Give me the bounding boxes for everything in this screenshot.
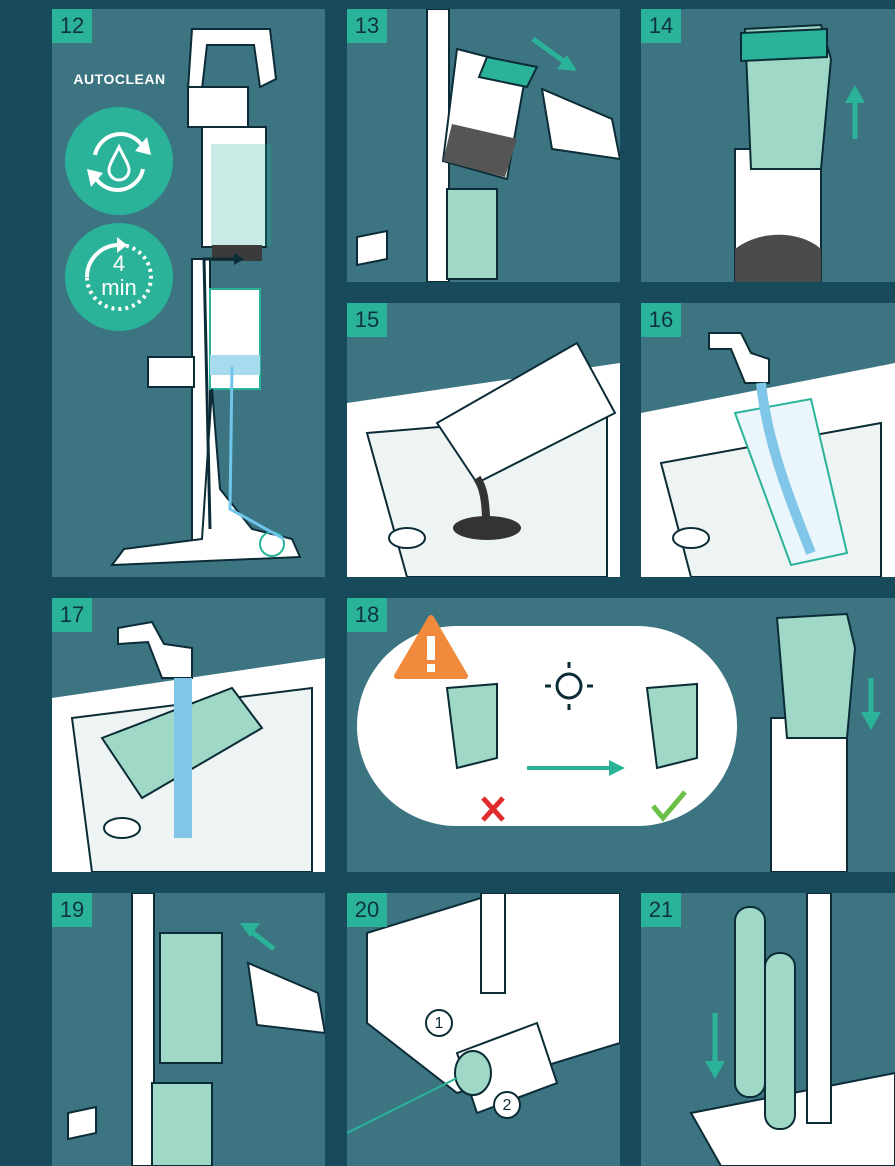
panel-20: 20 1 2: [347, 893, 620, 1166]
panel-21: 21: [641, 893, 895, 1166]
panel-16: 16: [641, 303, 895, 577]
water-drop-cycle-icon: [65, 107, 173, 215]
panel-number: 17: [52, 598, 92, 632]
panel-number: 19: [52, 893, 92, 927]
panel-19: 19: [52, 893, 325, 1166]
panel-17: 17: [52, 598, 325, 872]
panel-number: 18: [347, 598, 387, 632]
panel-18: 18: [347, 598, 895, 872]
timer-value: 4: [65, 251, 173, 277]
step-2-label: 2: [493, 1091, 521, 1119]
timer-unit: min: [65, 275, 173, 301]
panel-number: 16: [641, 303, 681, 337]
panel-number: 12: [52, 9, 92, 43]
panel-13: 13: [347, 9, 620, 282]
panel-number: 20: [347, 893, 387, 927]
panel-12: 12 AUTOCLEAN 4 min: [52, 9, 325, 577]
step-1-label: 1: [425, 1009, 453, 1037]
panel-number: 13: [347, 9, 387, 43]
panel-number: 21: [641, 893, 681, 927]
panel-number: 14: [641, 9, 681, 43]
autoclean-label: AUTOCLEAN: [52, 71, 187, 87]
panel-14: 14: [641, 9, 895, 282]
timer-icon: 4 min: [65, 223, 173, 331]
panel-15: 15: [347, 303, 620, 577]
panel-number: 15: [347, 303, 387, 337]
